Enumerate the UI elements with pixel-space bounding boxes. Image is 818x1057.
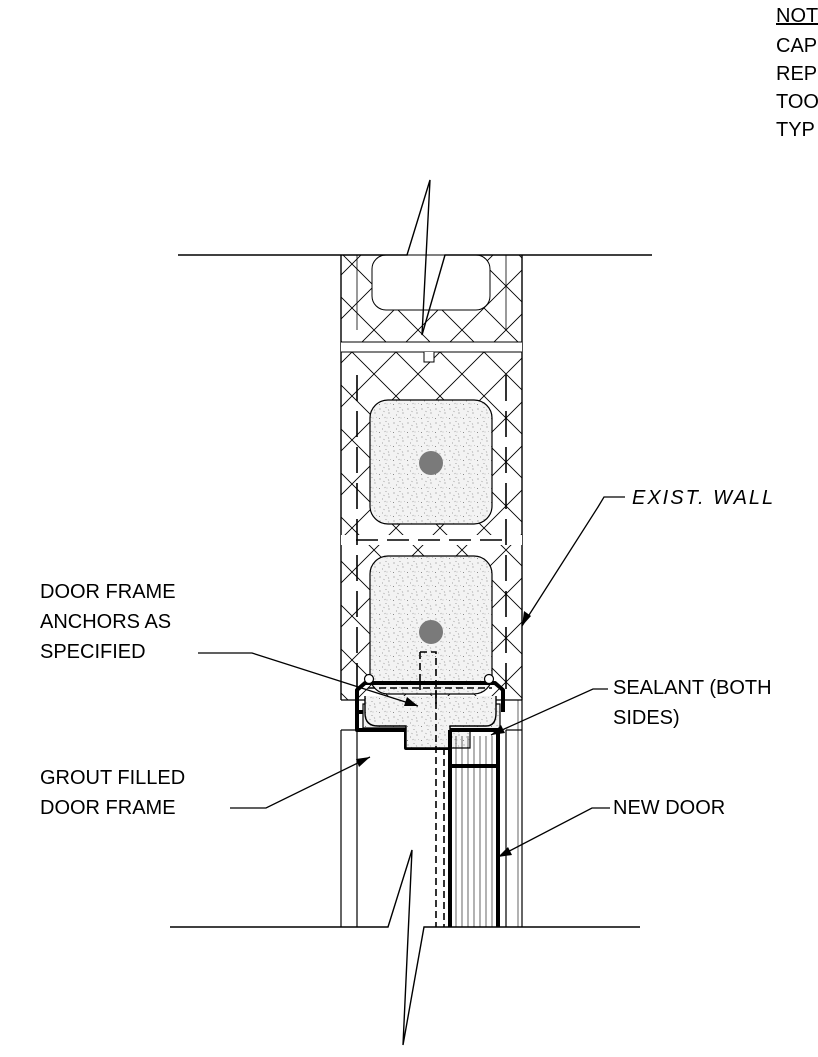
label-grout-filled-2: DOOR FRAME (40, 797, 176, 819)
label-door-frame-anchors-1: DOOR FRAME (40, 581, 176, 603)
leader-sealant (490, 688, 608, 736)
label-door-frame-anchors-3: SPECIFIED (40, 641, 146, 663)
label-grout-filled-1: GROUT FILLED (40, 767, 186, 789)
label-sealant-2: SIDES) (613, 707, 680, 729)
sealant-bead-icon (483, 673, 495, 685)
leader-lines (198, 496, 625, 858)
label-door-frame-anchors-2: ANCHORS AS (40, 611, 172, 633)
notes-line: CAP (776, 35, 818, 57)
rebar-icon (419, 620, 443, 644)
door-frame-assembly (340, 651, 523, 927)
label-sealant-1: SEALANT (BOTH (613, 677, 772, 699)
notes-line: TOO (776, 91, 818, 113)
rebar-icon (419, 451, 443, 475)
label-new-door: NEW DOOR (613, 797, 726, 819)
leader-exist-wall (521, 496, 625, 627)
existing-wall (340, 254, 523, 701)
bottom-break-line (170, 849, 640, 1046)
label-exist-wall: EXIST. WALL (632, 487, 776, 509)
sealant-bead-icon (363, 673, 375, 685)
notes-line: TYP (776, 119, 815, 141)
new-door-leaf (448, 728, 500, 927)
leader-anchors (198, 652, 419, 707)
top-break-line (178, 179, 652, 336)
leader-grout-frame (230, 756, 371, 809)
notes-heading: NOT (776, 5, 818, 27)
notes-line: REP (776, 63, 818, 85)
leader-new-door (497, 807, 610, 858)
